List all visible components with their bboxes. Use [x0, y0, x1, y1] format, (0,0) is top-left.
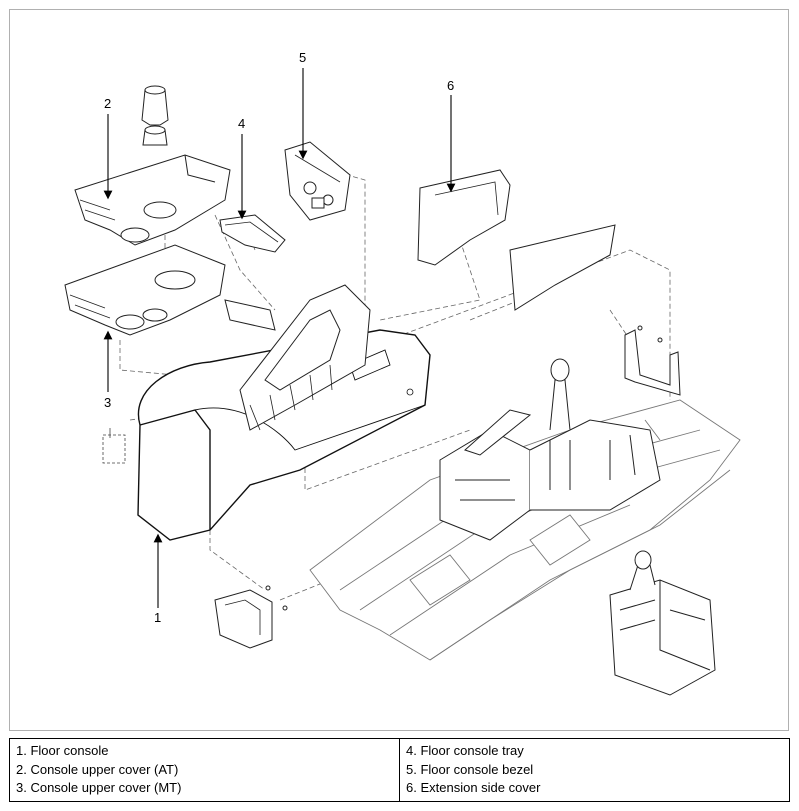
- front-bracket: [214, 585, 288, 649]
- callout-1: 1: [154, 610, 161, 625]
- callout-2: 2: [104, 96, 111, 111]
- console-upper-cover-at: [74, 154, 231, 246]
- legend-item-console-upper-cover-at: 2. Console upper cover (AT): [16, 761, 179, 777]
- console-upper-cover-mt: [64, 244, 226, 336]
- shift-knob: [141, 85, 169, 146]
- legend-column-right: 4. Floor console tray 5. Floor console b…: [399, 739, 789, 801]
- console-inner-frame: [224, 284, 371, 431]
- callout-4: 4: [238, 116, 245, 131]
- extension-side-cover: [417, 169, 616, 311]
- diagram-frame: 1 2 3 4 5 6: [9, 9, 789, 731]
- rear-bracket: [624, 325, 681, 396]
- shifter-unit-at: [609, 550, 716, 696]
- callout-5: 5: [299, 50, 306, 65]
- legend-column-left: 1. Floor console 2. Console upper cover …: [10, 739, 399, 801]
- legend-item-floor-console: 1. Floor console: [16, 743, 109, 758]
- exploded-view-diagram: 1 2 3 4 5 6: [64, 50, 741, 696]
- floor-console-bezel: [284, 141, 351, 221]
- callout-6: 6: [447, 78, 454, 93]
- callout-3: 3: [104, 395, 111, 410]
- shift-lever-assembly: [439, 358, 661, 541]
- floor-console-tray: [219, 214, 286, 253]
- legend-item-floor-console-tray: 4. Floor console tray: [406, 743, 524, 758]
- legend-item-console-upper-cover-mt: 3. Console upper cover (MT): [16, 780, 182, 795]
- floor-console-body: [137, 329, 431, 541]
- legend-item-floor-console-bezel: 5. Floor console bezel: [406, 761, 534, 777]
- legend-item-extension-side-cover: 6. Extension side cover: [406, 780, 541, 795]
- fastener-screw: [102, 428, 126, 464]
- parts-legend-table: 1. Floor console 2. Console upper cover …: [9, 738, 790, 802]
- leader-lines: [103, 68, 456, 608]
